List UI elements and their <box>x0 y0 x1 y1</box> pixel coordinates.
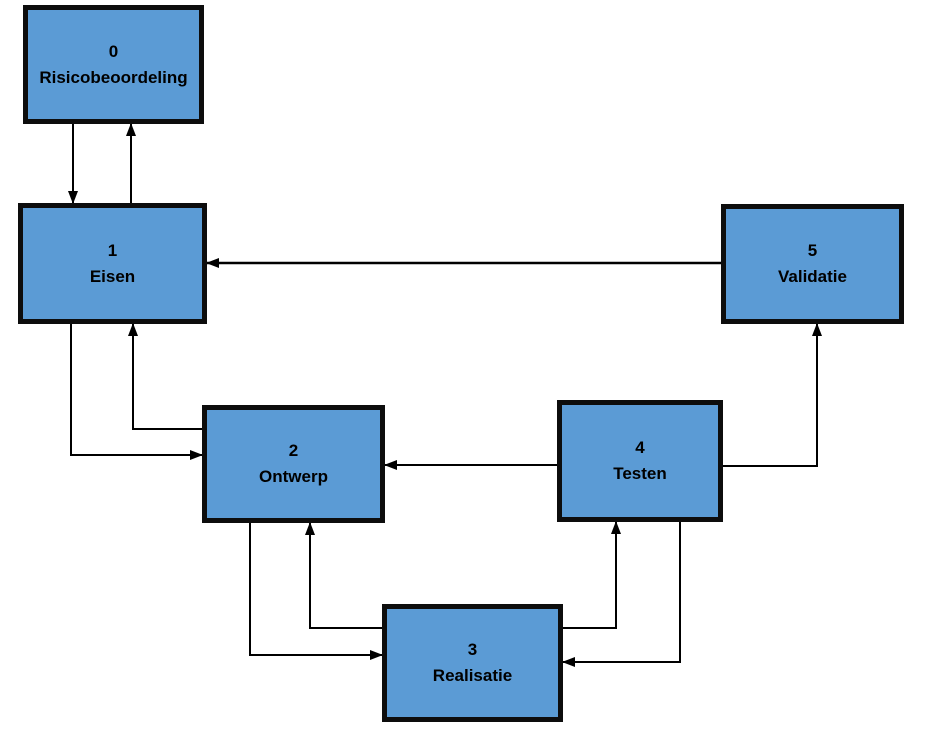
node-label: Eisen <box>89 266 136 286</box>
edge-testen-to-realisatie <box>562 522 681 667</box>
edge-ontwerp-to-realisatie <box>249 523 383 660</box>
node-ontwerp: 2 Ontwerp <box>202 405 385 523</box>
node-realisatie: 3 Realisatie <box>382 604 563 722</box>
node-label: Testen <box>613 464 667 483</box>
node-number: 0 <box>108 41 119 61</box>
node-validatie: 5 Validatie <box>721 204 904 324</box>
node-label: Validatie <box>778 267 847 286</box>
node-number: 1 <box>107 240 118 260</box>
node-label: Realisatie <box>432 666 513 685</box>
edge-realisatie-to-testen <box>563 521 621 629</box>
node-number: 3 <box>467 640 478 659</box>
edge-ontwerp-to-eisen <box>128 323 202 430</box>
node-label: Ontwerp <box>259 467 328 486</box>
edge-eisen-to-ontwerp <box>70 324 203 460</box>
node-number: 4 <box>635 438 645 457</box>
node-number: 2 <box>288 441 299 460</box>
node-label: Risicobeoordeling <box>39 67 188 87</box>
edge-realisatie-to-ontwerp <box>305 522 382 629</box>
node-eisen: 1 Eisen <box>18 203 207 324</box>
node-number: 5 <box>807 241 818 260</box>
edge-testen-to-validatie <box>723 323 822 467</box>
node-testen: 4 Testen <box>557 400 723 522</box>
node-risicobeoordeling: 0 Risicobeoordeling <box>23 5 204 124</box>
